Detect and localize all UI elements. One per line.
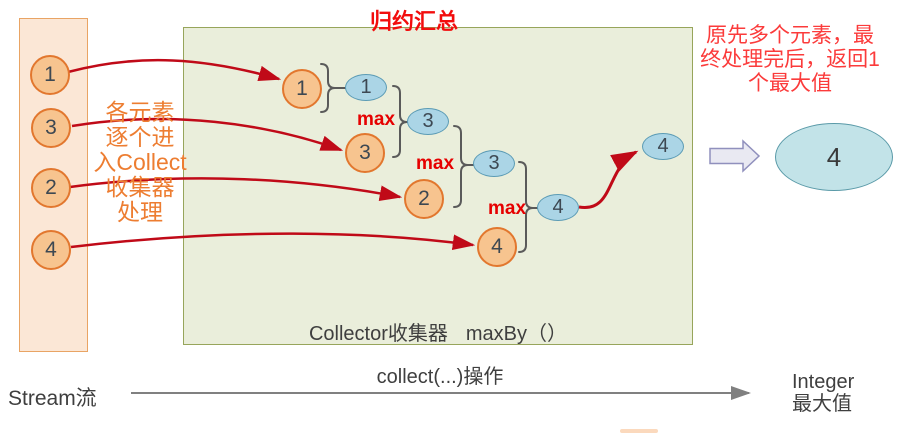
right-annotation-line: 终处理完后，返回1 <box>700 48 880 71</box>
flow-arrow-input-3 <box>71 117 344 152</box>
diagram-title: 归约汇总 <box>369 9 458 34</box>
output-desc-line: 最大值 <box>792 393 852 415</box>
cropped-element-edge <box>620 429 658 433</box>
flow-arrow-input-4 <box>70 232 476 251</box>
final-accumulator: 4 <box>642 133 684 160</box>
collector-input-1: 1 <box>282 69 322 109</box>
left-annotation-line: 各元素 <box>105 99 175 125</box>
output-type-line: Integer <box>792 371 855 393</box>
flow-arrow-input-1 <box>67 58 282 82</box>
collector-input-4: 4 <box>477 227 517 267</box>
right-annotation: 原先多个元素，最 终处理完后，返回1 个最大值 <box>696 24 884 96</box>
result-value: 4 <box>775 123 893 191</box>
max-label-1: max <box>356 109 396 130</box>
stream-element-4: 4 <box>31 230 71 270</box>
collector-caption: Collector收集器 maxBy（） <box>183 317 693 346</box>
flow-arrow-final-result <box>578 150 639 209</box>
flow-arrow-input-2 <box>69 177 403 201</box>
accumulator-3: 3 <box>473 150 515 177</box>
collector-input-2: 2 <box>404 179 444 219</box>
output-type-label: Integer 最大值 <box>792 371 854 415</box>
max-label-2: max <box>415 153 455 174</box>
accumulator-2: 3 <box>407 108 449 135</box>
collect-operation-label: collect(...)操作 <box>376 366 504 388</box>
collector-name-label: Collector收集器 <box>308 323 448 345</box>
accumulator-4: 4 <box>537 194 579 221</box>
left-annotation-line: 处理 <box>117 199 163 225</box>
stream-element-2: 2 <box>31 168 71 208</box>
stream-element-3: 3 <box>31 108 71 148</box>
accumulator-1: 1 <box>345 74 387 101</box>
right-annotation-line: 原先多个元素，最 <box>706 24 874 47</box>
right-annotation-line: 个最大值 <box>748 72 832 95</box>
output-block-arrow <box>709 139 761 173</box>
reduce-brace-1 <box>320 63 336 113</box>
stream-label: Stream流 <box>8 387 97 410</box>
stream-element-1: 1 <box>30 55 70 95</box>
left-annotation-line: 入Collect <box>93 149 187 175</box>
collector-function-label: maxBy（） <box>465 323 568 345</box>
left-annotation-line: 逐个进 <box>105 124 175 150</box>
left-annotation: 各元素 逐个进 入Collect 收集器 处理 <box>88 100 192 225</box>
collector-input-3: 3 <box>345 133 385 173</box>
max-label-3: max <box>487 198 527 219</box>
left-annotation-line: 收集器 <box>105 174 175 200</box>
